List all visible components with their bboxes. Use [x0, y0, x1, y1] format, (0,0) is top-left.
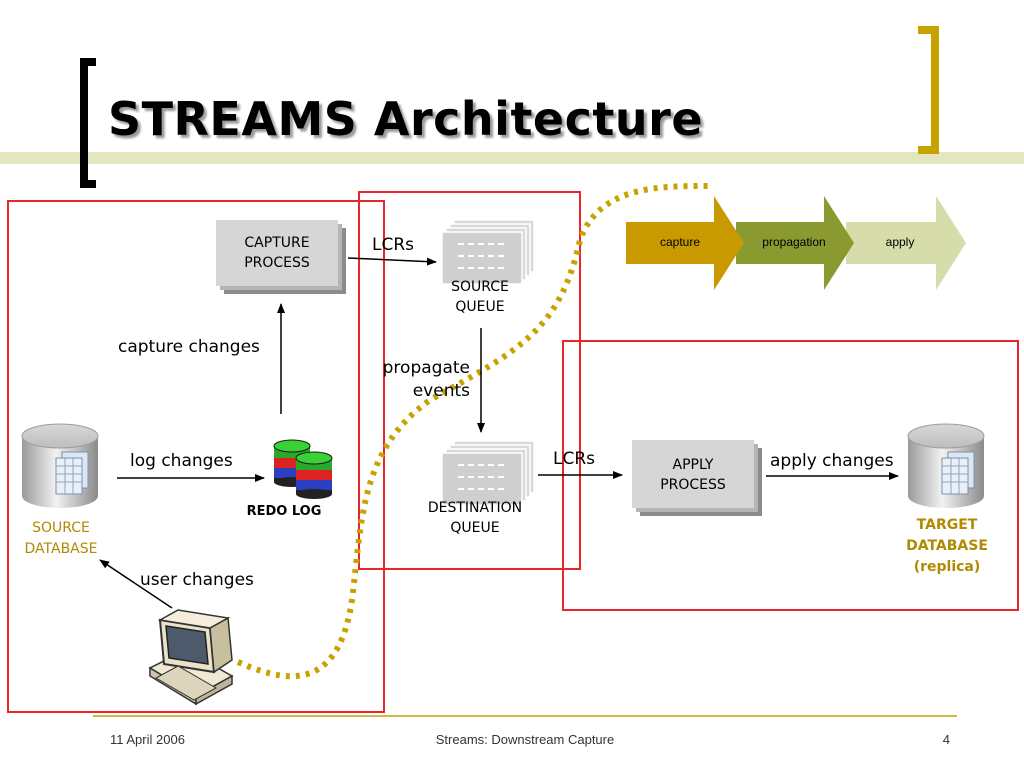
- source-queue-label: SOURCE QUEUE: [451, 279, 509, 315]
- target-database-icon: [907, 423, 985, 508]
- apply-changes-label: apply changes: [770, 451, 894, 471]
- title-decoration: [0, 26, 1024, 188]
- queue-frame: [358, 191, 581, 570]
- network-boundary-dotted-path: [236, 182, 713, 680]
- left-bracket: [80, 58, 96, 188]
- computer-icon: [148, 609, 234, 706]
- source-database-icon: [21, 423, 99, 508]
- footer-title: Streams: Downstream Capture: [435, 732, 615, 747]
- user-changes-label: user changes: [140, 570, 254, 590]
- lcrs-top-label: LCRs: [372, 235, 415, 255]
- destination-queue-stack: [441, 440, 535, 506]
- target-database-label: TARGET DATABASE (replica): [906, 517, 988, 575]
- apply-process-box: [632, 440, 762, 516]
- stage-apply-label: apply: [885, 235, 915, 249]
- stage-apply-chevron: [846, 196, 966, 290]
- capture-process-box: [216, 220, 346, 294]
- footer-page-number: 4: [942, 732, 950, 747]
- stage-capture-label: capture: [659, 235, 701, 249]
- slide-title: STREAMS Architecture: [108, 92, 704, 146]
- stage-propagation-label: propagation: [762, 235, 826, 249]
- redo-log-label: REDO LOG: [246, 504, 322, 519]
- right-bracket: [918, 26, 939, 154]
- title-underline-bar: [0, 152, 1024, 164]
- source-database-label: SOURCE DATABASE: [24, 520, 98, 557]
- apply-process-label: APPLY PROCESS: [660, 457, 726, 493]
- source-db-sheets-icon: [55, 451, 89, 495]
- user-to-source-db-arrow: [99, 559, 173, 609]
- destination-queue-label: DESTINATION QUEUE: [427, 500, 523, 536]
- stage-capture-chevron: [626, 196, 744, 290]
- capture-to-source-queue-arrow: [347, 257, 437, 266]
- source-queue-stack: [441, 219, 535, 285]
- propagate-events-label: propagate events: [382, 358, 470, 401]
- redo-log-icon: [273, 439, 333, 499]
- target-db-sheets-icon: [941, 451, 975, 495]
- capture-changes-label: capture changes: [118, 337, 260, 357]
- lcrs-bottom-label: LCRs: [553, 449, 596, 469]
- capture-process-label: CAPTURE PROCESS: [244, 235, 310, 271]
- log-changes-label: log changes: [130, 451, 233, 471]
- footer-date: 11 April 2006: [110, 732, 185, 747]
- stage-propagation-chevron: [736, 196, 854, 290]
